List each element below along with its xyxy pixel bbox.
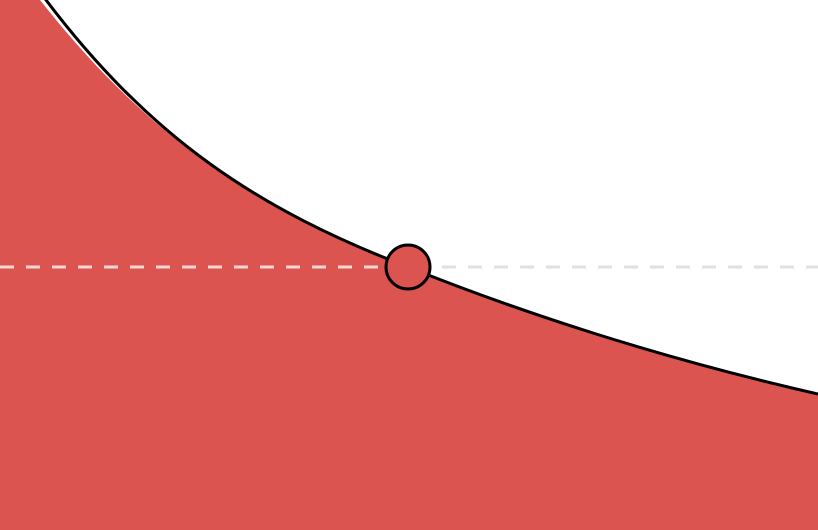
highlighted-point-marker[interactable] [384, 243, 432, 291]
